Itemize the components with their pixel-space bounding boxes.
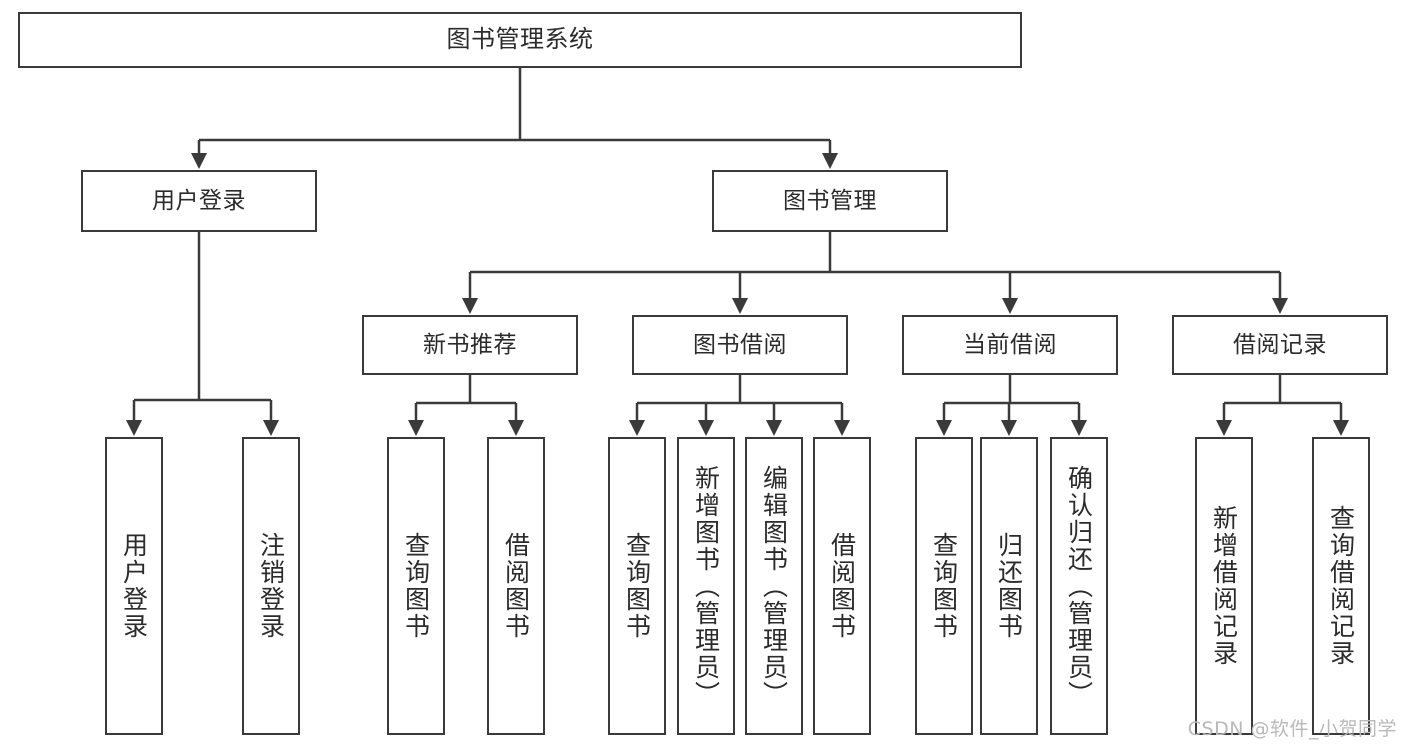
arrowhead-icon — [1272, 298, 1288, 314]
node-leaf-query-book-1[interactable]: 查询图书 — [387, 437, 445, 735]
node-current-borrow[interactable]: 当前借阅 — [902, 315, 1118, 375]
node-new-book-rec-label: 新书推荐 — [423, 331, 517, 358]
node-leaf-query-record-label: 查询借阅记录 — [1326, 505, 1356, 667]
node-borrow-record[interactable]: 借阅记录 — [1172, 315, 1388, 375]
node-borrow-record-label: 借阅记录 — [1233, 331, 1327, 358]
arrowhead-icon — [126, 420, 142, 436]
node-leaf-logout[interactable]: 注销登录 — [242, 437, 300, 735]
node-leaf-add-book[interactable]: 新增图书（管理员） — [677, 437, 735, 735]
arrowhead-icon — [508, 420, 524, 436]
arrowhead-icon — [1001, 420, 1017, 436]
node-leaf-add-record-label: 新增借阅记录 — [1209, 505, 1239, 667]
arrowhead-icon — [629, 420, 645, 436]
node-leaf-logout-label: 注销登录 — [256, 532, 286, 640]
arrowhead-icon — [822, 153, 838, 169]
arrowhead-icon — [732, 298, 748, 314]
arrowhead-icon — [1216, 420, 1232, 436]
arrowhead-icon — [766, 420, 782, 436]
node-current-borrow-label: 当前借阅 — [963, 331, 1057, 358]
node-leaf-borrow-book-2-label: 借阅图书 — [827, 532, 857, 640]
node-leaf-query-book-3-label: 查询图书 — [929, 532, 959, 640]
arrowhead-icon — [698, 420, 714, 436]
arrowhead-icon — [462, 298, 478, 314]
node-leaf-borrow-book-2[interactable]: 借阅图书 — [813, 437, 871, 735]
node-leaf-query-book-2-label: 查询图书 — [622, 532, 652, 640]
node-book-borrow[interactable]: 图书借阅 — [632, 315, 848, 375]
node-new-book-rec[interactable]: 新书推荐 — [362, 315, 578, 375]
node-user-login[interactable]: 用户登录 — [81, 170, 317, 232]
node-leaf-add-book-label: 新增图书（管理员） — [691, 464, 721, 708]
node-leaf-confirm-return-label: 确认归还（管理员） — [1064, 464, 1094, 708]
node-leaf-edit-book[interactable]: 编辑图书（管理员） — [745, 437, 803, 735]
arrowhead-icon — [936, 420, 952, 436]
node-root-label: 图书管理系统 — [446, 25, 594, 54]
arrowhead-icon — [408, 420, 424, 436]
arrowhead-icon — [1333, 420, 1349, 436]
arrowhead-icon — [1071, 420, 1087, 436]
node-leaf-borrow-book-1[interactable]: 借阅图书 — [487, 437, 545, 735]
node-leaf-return-book-label: 归还图书 — [994, 532, 1024, 640]
node-leaf-confirm-return[interactable]: 确认归还（管理员） — [1050, 437, 1108, 735]
arrowhead-icon — [1002, 298, 1018, 314]
node-leaf-query-record[interactable]: 查询借阅记录 — [1312, 437, 1370, 735]
node-book-manage-label: 图书管理 — [783, 187, 877, 214]
node-leaf-return-book[interactable]: 归还图书 — [980, 437, 1038, 735]
arrowhead-icon — [263, 420, 279, 436]
node-leaf-query-book-1-label: 查询图书 — [401, 532, 431, 640]
node-leaf-edit-book-label: 编辑图书（管理员） — [759, 464, 789, 708]
arrowhead-icon — [834, 420, 850, 436]
node-book-borrow-label: 图书借阅 — [693, 331, 787, 358]
arrowhead-icon — [191, 153, 207, 169]
node-leaf-add-record[interactable]: 新增借阅记录 — [1195, 437, 1253, 735]
node-leaf-user-login[interactable]: 用户登录 — [105, 437, 163, 735]
node-leaf-user-login-label: 用户登录 — [119, 532, 149, 640]
node-leaf-query-book-3[interactable]: 查询图书 — [915, 437, 973, 735]
node-user-login-label: 用户登录 — [152, 187, 246, 214]
node-leaf-query-book-2[interactable]: 查询图书 — [608, 437, 666, 735]
node-book-manage[interactable]: 图书管理 — [712, 170, 948, 232]
node-root[interactable]: 图书管理系统 — [18, 12, 1022, 68]
node-leaf-borrow-book-1-label: 借阅图书 — [501, 532, 531, 640]
